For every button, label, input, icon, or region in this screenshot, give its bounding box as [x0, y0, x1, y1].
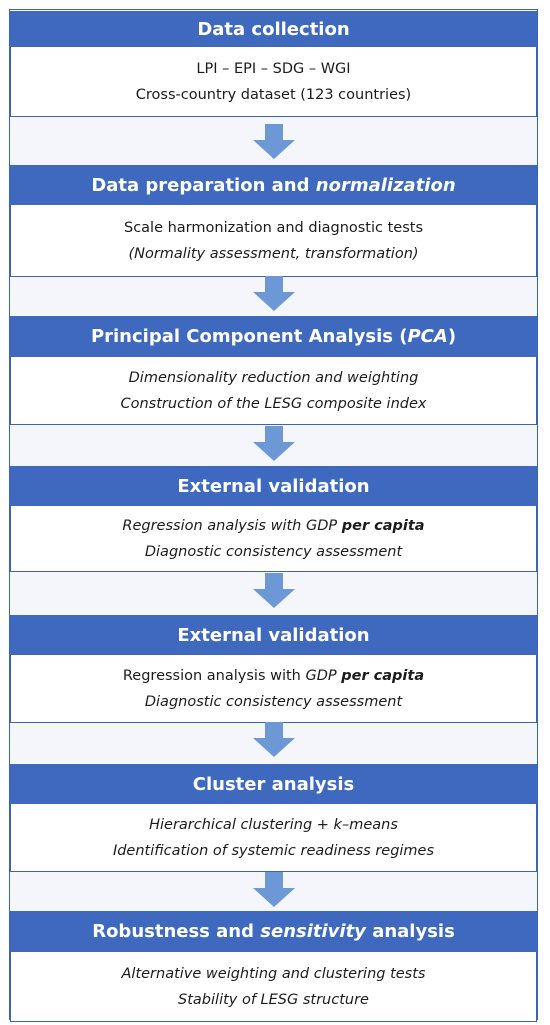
- stage-5-line: Regression analysis with GDP per capita: [123, 663, 424, 689]
- stage-6-title-part: Cluster analysis: [192, 773, 355, 795]
- stage-7-line: Alternative weighting and clustering tes…: [122, 961, 426, 987]
- stage-3-header: Principal Component Analysis (PCA): [10, 316, 537, 357]
- down-arrow-shape: [252, 722, 295, 757]
- stage-5-line: Diagnostic consistency assessment: [145, 689, 402, 715]
- down-arrow-shape: [252, 124, 295, 159]
- stage-7-title-part: sensitivity: [260, 921, 366, 942]
- stage-5-title-part: External validation: [177, 624, 370, 646]
- down-arrow-shape: [252, 426, 295, 461]
- text-segment: Stability of LESG structure: [178, 991, 369, 1008]
- down-arrow-icon: [252, 276, 295, 311]
- stage-3-title-part: PCA: [407, 326, 448, 347]
- stage-1-header: Data collection: [10, 11, 537, 47]
- stage-1-line: LPI – EPI – SDG – WGI: [196, 56, 350, 82]
- down-arrow-icon: [252, 426, 295, 461]
- text-segment: Cross-country dataset (123 countries): [135, 86, 412, 103]
- text-segment: Construction of the LESG composite index: [120, 395, 427, 412]
- text-segment: Alternative weighting and clustering tes…: [121, 965, 426, 982]
- stage-5-header: External validation: [10, 615, 537, 655]
- stage-2-line: (Normality assessment, transformation): [128, 241, 418, 267]
- down-arrow-icon: [252, 722, 295, 757]
- stage-7-title-part: Robustness and: [92, 921, 261, 942]
- text-segment: GDP: [305, 667, 342, 684]
- stage-4-header: External validation: [10, 466, 537, 506]
- stage-3-line: Dimensionality reduction and weighting: [129, 365, 419, 391]
- stage-4-line: Regression analysis with GDP per capita: [122, 513, 424, 539]
- text-segment: per capita: [341, 667, 425, 684]
- stage-6-header: Cluster analysis: [10, 764, 537, 804]
- stage-2-title-part: Data preparation and: [91, 174, 316, 196]
- stage-7-line: Stability of LESG structure: [178, 987, 369, 1013]
- stage-2-line: Scale harmonization and diagnostic tests: [124, 215, 423, 241]
- text-segment: (Normality assessment, transformation): [128, 245, 419, 262]
- stage-2-header: Data preparation and normalization: [10, 165, 537, 205]
- down-arrow-icon: [252, 124, 295, 159]
- stage-3-title-part: Principal Component Analysis (: [90, 326, 408, 347]
- down-arrow-shape: [252, 573, 295, 608]
- text-segment: LPI – EPI – SDG – WGI: [196, 60, 351, 77]
- stage-2-title-part: normalization: [315, 174, 456, 196]
- stage-1-line: Cross-country dataset (123 countries): [136, 82, 411, 108]
- stage-4-line: Diagnostic consistency assessment: [145, 539, 402, 565]
- text-segment: Regression analysis with GDP: [122, 517, 342, 534]
- text-segment: per capita: [341, 517, 425, 534]
- stage-3-title-part: ): [447, 326, 457, 347]
- stage-6-line: Hierarchical clustering + k–means: [149, 812, 398, 838]
- text-segment: Regression analysis with: [122, 667, 306, 684]
- stage-1-body: LPI – EPI – SDG – WGI Cross-country datas…: [10, 47, 537, 117]
- stage-6-line: Identification of systemic readiness reg…: [113, 838, 434, 864]
- down-arrow-icon: [252, 573, 295, 608]
- text-segment: Diagnostic consistency assessment: [144, 693, 403, 710]
- stage-2-body: Scale harmonization and diagnostic tests…: [10, 205, 537, 277]
- stage-4-title-part: External validation: [177, 475, 370, 497]
- text-segment: Diagnostic consistency assessment: [144, 543, 403, 560]
- text-segment: Identification of systemic readiness reg…: [112, 842, 435, 859]
- stage-3-line: Construction of the LESG composite index: [121, 391, 427, 417]
- stage-1-title-part: Data collection: [197, 18, 350, 40]
- text-segment: Hierarchical clustering + k–means: [149, 816, 398, 833]
- down-arrow-icon: [252, 872, 295, 907]
- stage-7-body: Alternative weighting and clustering tes…: [10, 952, 537, 1022]
- text-segment: Scale harmonization and diagnostic tests: [123, 219, 424, 236]
- text-segment: Dimensionality reduction and weighting: [128, 369, 419, 386]
- down-arrow-shape: [252, 872, 295, 907]
- stage-7-header: Robustness and sensitivity analysis: [10, 911, 537, 952]
- down-arrow-shape: [252, 276, 295, 311]
- stage-7-title-part: analysis: [365, 921, 455, 942]
